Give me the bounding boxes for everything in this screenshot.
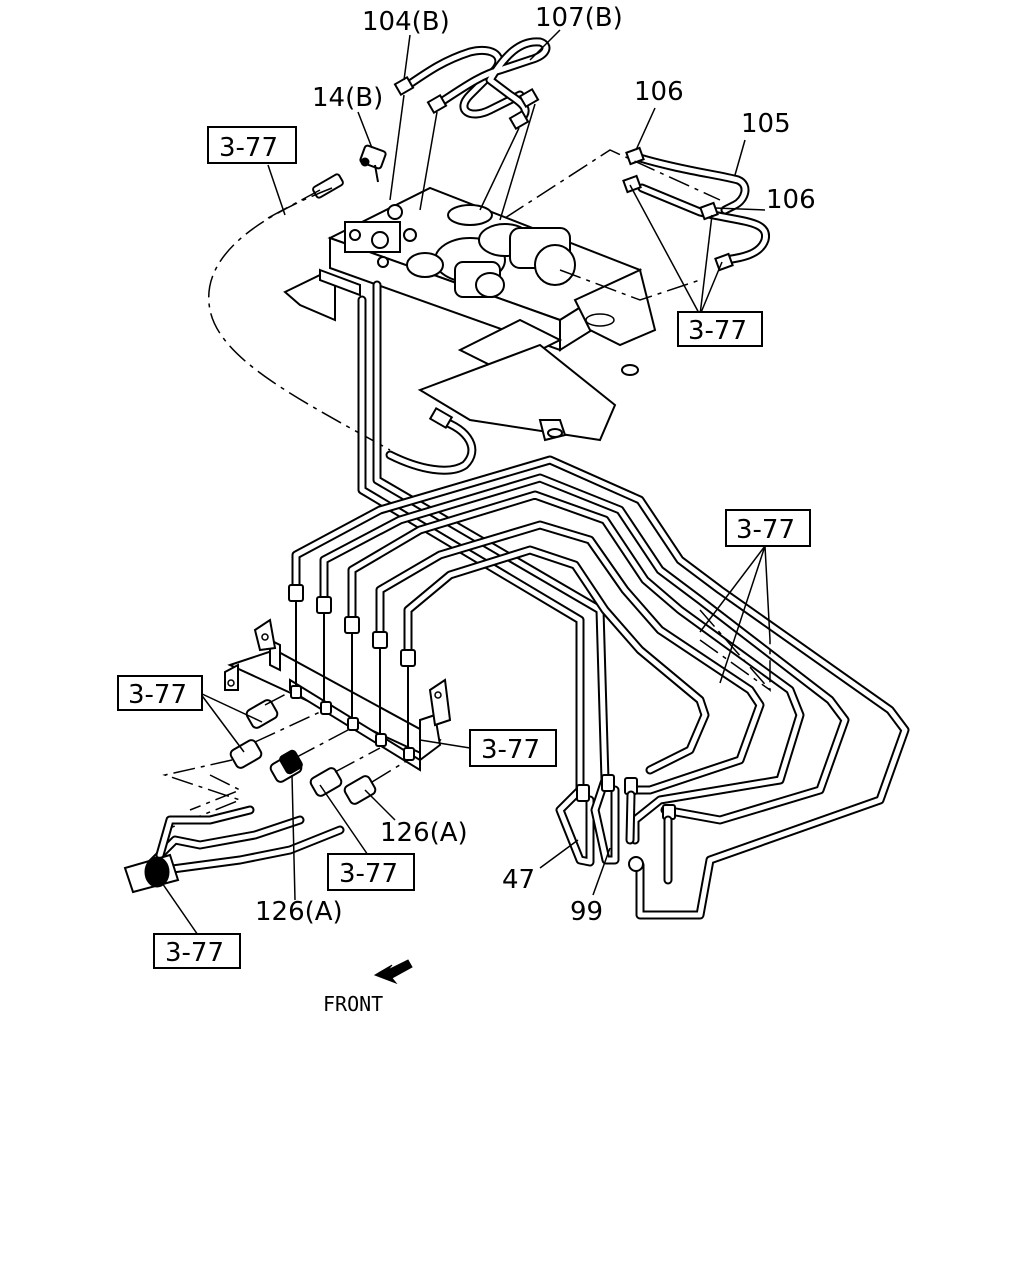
- label-99: 99: [570, 897, 603, 927]
- hoses-104-107: [389, 37, 551, 221]
- label-105: 105: [741, 109, 791, 139]
- reference-box-top-left: 3-77: [207, 126, 297, 164]
- reference-box-upper-right: 3-77: [677, 311, 763, 347]
- pipe-hooks-47-99: [555, 774, 676, 885]
- label-106-top: 106: [634, 77, 684, 107]
- label-47: 47: [502, 865, 535, 895]
- reference-box-middle-right: 3-77: [725, 509, 811, 547]
- reference-box-bottom-middle: 3-77: [327, 853, 415, 891]
- junction-block: [123, 600, 452, 894]
- label-106-right: 106: [766, 185, 816, 215]
- label-107b: 107(B): [535, 3, 623, 33]
- label-126a-right: 126(A): [380, 818, 468, 848]
- front-arrow-icon: [373, 959, 413, 985]
- leader-lines: [159, 29, 771, 939]
- reference-box-left: 3-77: [117, 675, 203, 711]
- reference-box-bottom-left: 3-77: [153, 933, 241, 969]
- dashed-connector-left: [208, 187, 391, 451]
- svg-text:3-77: 3-77: [736, 515, 795, 545]
- svg-text:3-77: 3-77: [219, 133, 278, 163]
- svg-text:3-77: 3-77: [339, 859, 398, 889]
- label-14b: 14(B): [312, 83, 383, 113]
- label-126a-lower: 126(A): [255, 897, 343, 927]
- pipe-bundle: [288, 455, 910, 920]
- reference-box-junction: 3-77: [469, 729, 557, 767]
- front-label: FRONT: [323, 992, 383, 1016]
- label-104b: 104(B): [362, 7, 450, 37]
- svg-text:3-77: 3-77: [688, 316, 747, 346]
- svg-text:3-77: 3-77: [128, 680, 187, 710]
- upper-assembly: [267, 144, 657, 442]
- svg-text:3-77: 3-77: [481, 735, 540, 765]
- svg-text:3-77: 3-77: [165, 938, 224, 968]
